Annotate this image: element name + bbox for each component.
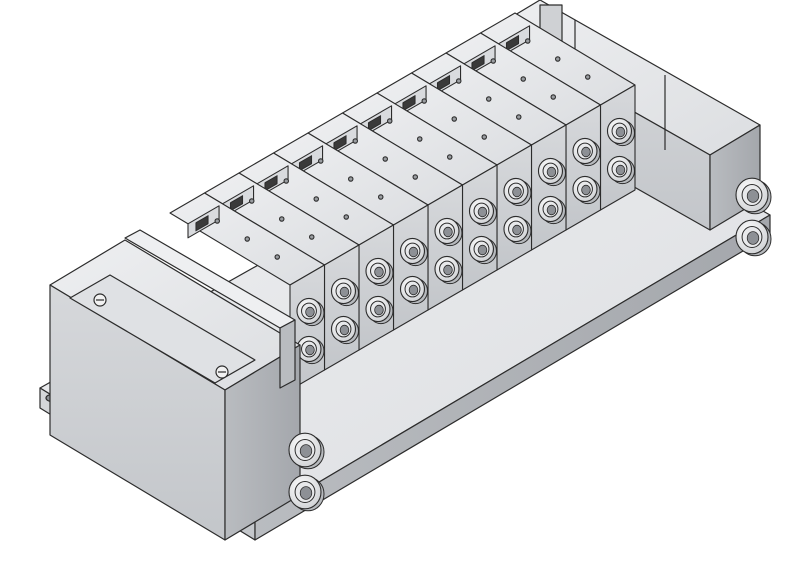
- top-screw: [485, 96, 492, 102]
- top-screw: [382, 156, 388, 162]
- top-screw: [352, 138, 358, 144]
- top-screw: [446, 154, 453, 160]
- solenoid-window: [367, 115, 382, 132]
- top-screw: [550, 94, 556, 100]
- end-ports: [288, 177, 772, 512]
- port-fitting: [537, 157, 566, 187]
- solenoid-window: [195, 215, 209, 232]
- left-end-block: [49, 229, 301, 541]
- top-screw: [249, 198, 255, 204]
- top-screw: [481, 134, 487, 140]
- valve-station: [479, 12, 636, 211]
- top-screw: [421, 98, 427, 104]
- port-fitting: [399, 275, 428, 305]
- port-fitting: [606, 155, 635, 185]
- end-port-right-upper: [735, 177, 772, 215]
- solenoid-window: [471, 55, 485, 72]
- top-screw: [343, 214, 349, 220]
- top-screw: [554, 56, 561, 62]
- top-screw: [455, 78, 462, 84]
- solenoid-window: [298, 155, 313, 172]
- solenoid-window: [333, 135, 347, 152]
- top-screw: [377, 194, 384, 200]
- top-screw: [584, 74, 591, 80]
- top-screw: [416, 136, 423, 142]
- port-fitting: [503, 215, 532, 245]
- solenoid-window: [264, 175, 278, 192]
- valve-station: [203, 172, 360, 371]
- valve-station: [307, 112, 464, 311]
- port-fitting: [330, 315, 359, 345]
- port-fitting: [468, 197, 497, 227]
- port-fitting: [468, 235, 497, 265]
- end-port-right-lower: [735, 219, 772, 257]
- port-fitting: [503, 177, 532, 207]
- cover-plate: [69, 274, 256, 384]
- port-fitting: [296, 335, 325, 365]
- solenoid-window: [229, 195, 244, 212]
- port-fitting: [606, 117, 635, 147]
- top-screw: [283, 178, 289, 184]
- port-fitting: [365, 257, 394, 287]
- port-fitting: [330, 277, 359, 307]
- top-screw: [244, 236, 251, 242]
- port-fitting: [537, 195, 566, 225]
- valve-station: [341, 92, 498, 291]
- top-screw: [278, 216, 285, 222]
- top-screw: [520, 76, 526, 82]
- port-fitting: [365, 295, 394, 325]
- top-screw: [347, 176, 354, 182]
- port-fitting: [296, 297, 325, 327]
- valve-station: [376, 72, 533, 271]
- valve-station: [272, 132, 429, 331]
- top-screw: [490, 58, 496, 64]
- top-screw: [274, 254, 280, 260]
- solenoid-window: [402, 95, 416, 112]
- top-screw: [451, 116, 457, 122]
- top-screw: [214, 218, 221, 224]
- valve-station: [410, 52, 567, 251]
- top-screw: [386, 118, 393, 124]
- top-screw: [313, 196, 319, 202]
- port-fitting: [399, 237, 428, 267]
- top-screw: [524, 38, 531, 44]
- port-fitting: [572, 137, 601, 167]
- top-screw: [412, 174, 418, 180]
- solenoid-window: [505, 35, 520, 52]
- top-screw: [317, 158, 324, 164]
- top-screw: [515, 114, 522, 120]
- port-fitting: [434, 255, 463, 285]
- end-port-left-lower: [288, 474, 325, 512]
- port-fitting: [572, 175, 601, 205]
- port-fitting: [434, 217, 463, 247]
- end-port-left-upper: [288, 432, 325, 470]
- top-screw: [308, 234, 315, 240]
- solenoid-window: [436, 75, 451, 92]
